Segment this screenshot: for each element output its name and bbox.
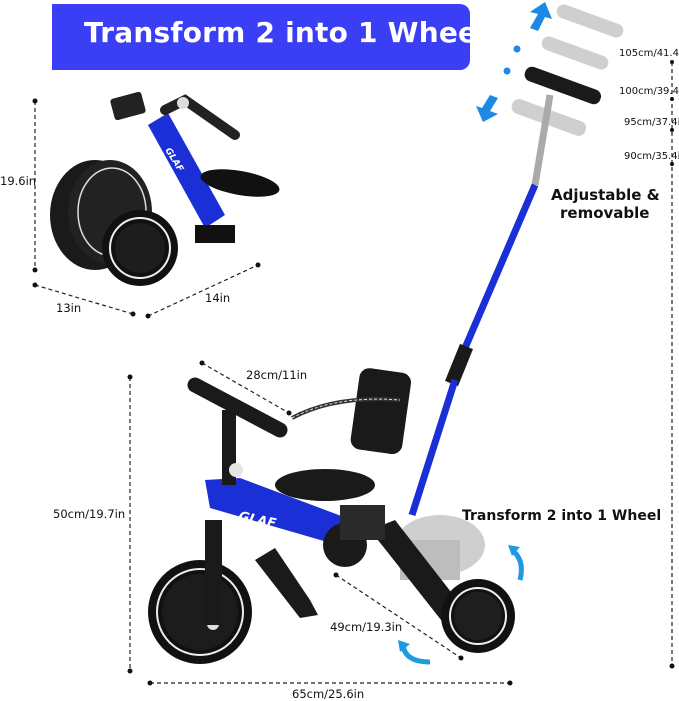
folded-width-label: 13in — [56, 301, 82, 315]
adjustable-caption-line2: removable — [560, 204, 650, 222]
total-length-label: 65cm/25.6in — [292, 687, 365, 701]
wheel-transform-caption: Transform 2 into 1 Wheel — [462, 508, 662, 524]
seat-height-label: 50cm/19.7in — [53, 507, 126, 521]
handle-height-2: 100cm/39.4in — [619, 86, 679, 97]
handlebar-seat-distance-label: 28cm/11in — [246, 368, 308, 382]
folded-depth-label: 14in — [205, 291, 231, 305]
wheelbase-label: 49cm/19.3in — [330, 620, 403, 634]
rotate-arrow-icon — [510, 548, 524, 581]
main-dimension-lines — [129, 362, 510, 684]
handle-height-1: 105cm/41.4in — [619, 48, 679, 59]
folded-bike-image: GLAF — [50, 91, 280, 286]
adjustable-caption-line1: Adjustable & — [551, 186, 660, 204]
folded-height-label: 19.6in — [0, 174, 37, 188]
adjust-arrows-icon — [476, 2, 552, 122]
folded-dimension-lines — [34, 101, 259, 317]
title-banner: Transform 2 into 1 Wheel — [52, 4, 487, 70]
handle-height-positions — [511, 4, 624, 136]
handle-height-3: 95cm/37.4in — [624, 117, 679, 128]
banner-title: Transform 2 into 1 Wheel — [84, 16, 488, 49]
handle-height-4: 90cm/35.4in — [624, 151, 679, 162]
